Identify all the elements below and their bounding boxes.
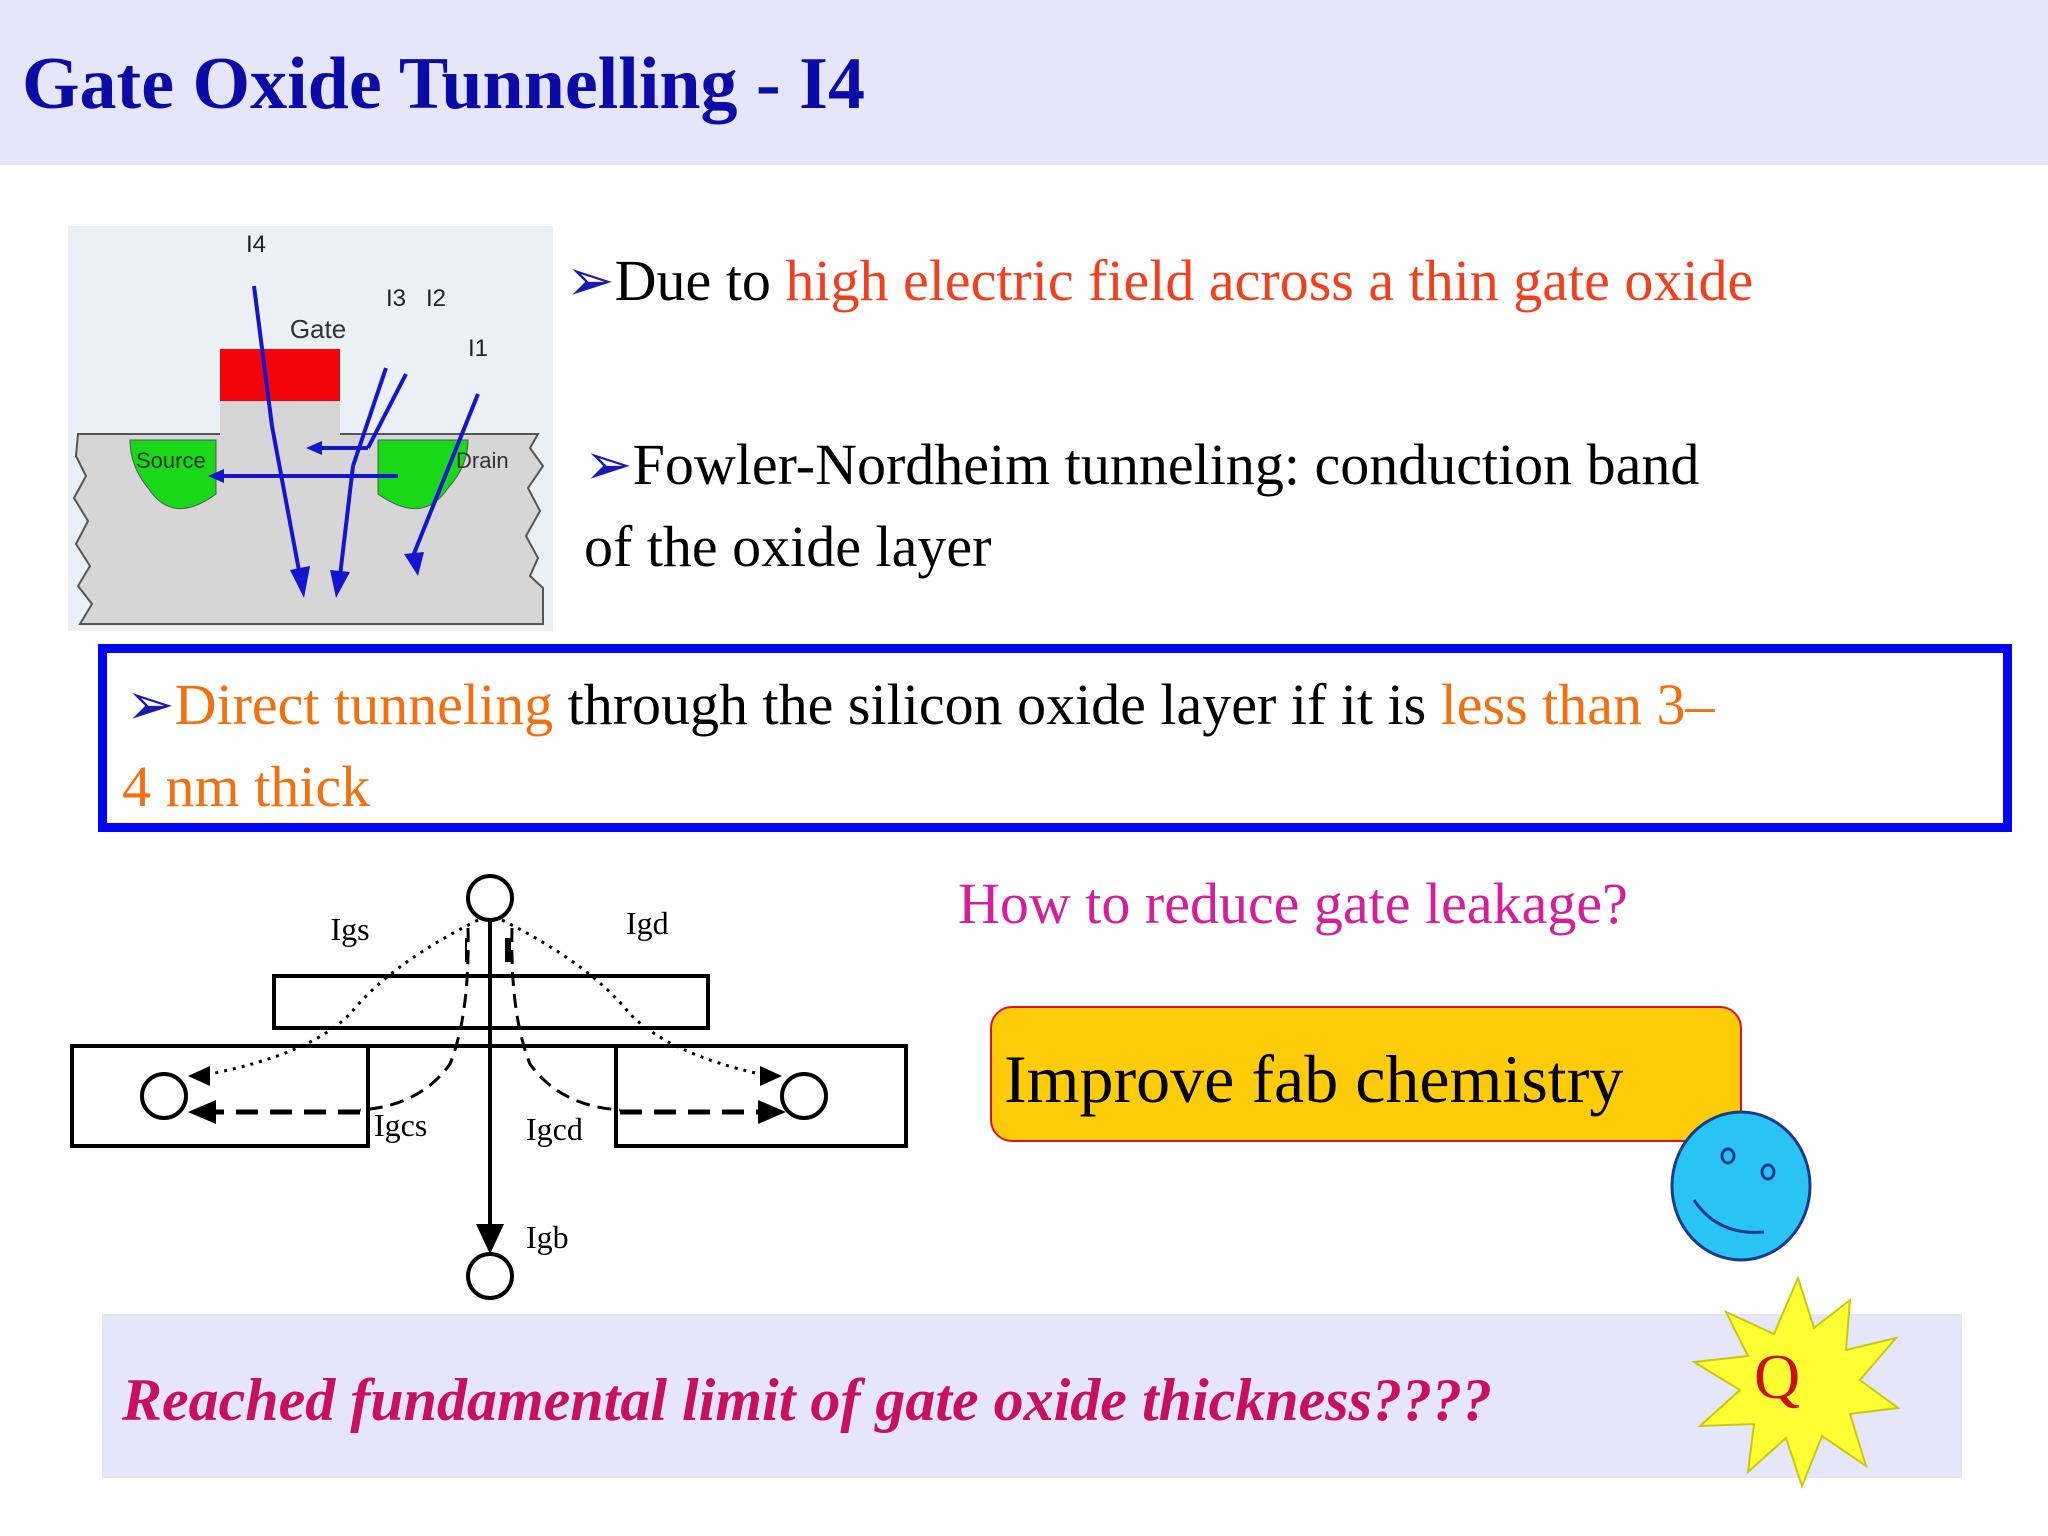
bullet-fowler-nordheim: ➢Fowler-Nordheim tunneling: conduction b… [584, 432, 1700, 497]
drain-terminal [780, 1072, 828, 1120]
gate-terminal [466, 874, 514, 922]
igd-label: Igd [626, 905, 669, 941]
drain-rect [614, 1044, 908, 1148]
i2-arrow [306, 441, 322, 455]
q-badge-label: Q [1754, 1341, 1801, 1412]
i4-label: I4 [246, 231, 266, 258]
question-text: How to reduce gate leakage? [958, 871, 1628, 936]
igcd-label: Igcd [526, 1111, 583, 1147]
drain-label: Drain [456, 448, 509, 473]
source-rect [70, 1044, 370, 1148]
bullet-arrow-icon: ➢ [584, 432, 633, 497]
bullet-fowler-nordheim-line2: of the oxide layer [584, 514, 992, 579]
bullet-arrow-icon: ➢ [126, 672, 175, 737]
gate-label: Gate [290, 314, 346, 344]
direct-tunneling-box [98, 644, 2012, 832]
transistor-diagram: Gate Source Drain I4 I3 I2 I1 [68, 226, 553, 631]
igs-label: Igs [330, 911, 369, 947]
i3-label: I3 [386, 285, 406, 312]
answer-text: Improve fab chemistry [1004, 1041, 1624, 1117]
igb-label: Igb [526, 1219, 569, 1255]
i2-label: I2 [426, 285, 446, 312]
body-terminal [466, 1252, 514, 1300]
leakage-diagram: Igs Igd Igcs Igcd Igb [70, 874, 908, 1300]
title-bar [0, 0, 2048, 165]
bullet-direct-tunneling: ➢Direct tunneling through the silicon ox… [126, 672, 1715, 737]
bullet-electric-field: ➢Due to high electric field across a thi… [566, 248, 1754, 313]
igcs-label: Igcs [374, 1107, 427, 1143]
i1-label: I1 [468, 335, 488, 362]
i1-arrow [404, 552, 424, 576]
i4-arrow [290, 566, 310, 598]
igb-arrow [476, 1224, 504, 1254]
star-burst-icon [1690, 1276, 1900, 1489]
source-well [129, 439, 217, 509]
slide-title: Gate Oxide Tunnelling - I4 [22, 43, 865, 125]
footer-bar [102, 1314, 1962, 1478]
answer-callout [990, 1006, 1742, 1142]
bullet-direct-tunneling-line2: 4 nm thick [122, 754, 371, 819]
bullet-arrow-icon: ➢ [566, 248, 615, 313]
smiley-icon [1670, 1110, 1812, 1262]
source-label: Source [136, 448, 206, 473]
gate-electrode [220, 349, 340, 401]
i3-arrow [330, 570, 350, 598]
drain-well [377, 439, 469, 509]
source-terminal [140, 1072, 188, 1120]
footer-question: Reached fundamental limit of gate oxide … [122, 1367, 1492, 1433]
gate-oxide [220, 401, 340, 439]
